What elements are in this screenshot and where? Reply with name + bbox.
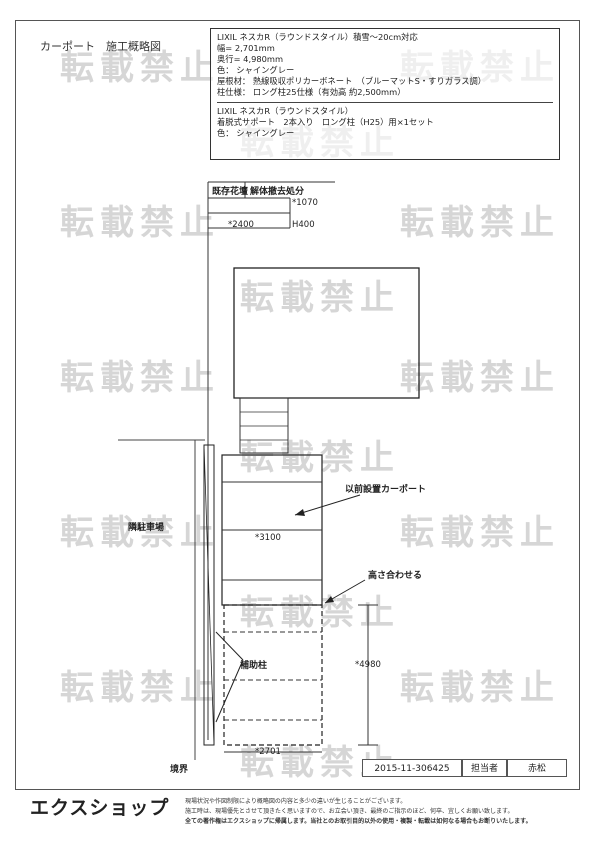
entrance-steps	[239, 397, 289, 454]
spec-section-support: LIXIL ネスカR（ラウンドスタイル）着脱式サポート 2本入り ロング柱（H2…	[217, 106, 553, 139]
label-dismantle: 解体撤去処分	[250, 187, 305, 197]
label-dim-2701: *2701	[255, 747, 281, 757]
label-boundary: 境界	[170, 765, 189, 775]
spec-main-line: 色： シャイングレー	[217, 65, 295, 75]
spec-support-line: 着脱式サポート 2本入り ロング柱（H25）用×1セット	[217, 117, 434, 127]
footer-note-2: 施工時は、現場優先とさせて頂きたく思いますので、お立会い頂き、最終のご指示のほど…	[185, 808, 514, 815]
staff-label: 担当者	[462, 759, 507, 777]
spec-main-line: 幅= 2,701mm	[217, 43, 275, 53]
arrow-support-post	[215, 659, 244, 723]
house-outline	[233, 267, 420, 399]
label-dim-4980: *4980	[355, 660, 381, 670]
label-dim-3100: *3100	[255, 533, 281, 543]
spec-main-line: LIXIL ネスカR（ラウンドスタイル）積雪～20cm対応	[217, 32, 418, 42]
spec-main-line: 奥行= 4,980mm	[217, 54, 284, 64]
label-match-height: 高さ合わせる	[368, 571, 423, 581]
label-previous-carport: 以前設置カーポート	[345, 485, 427, 495]
spec-main-line: 柱仕様： ロング柱25仕様（有効高 約2,500mm）	[217, 87, 406, 97]
arrow-head	[295, 509, 305, 516]
spec-divider	[217, 102, 553, 103]
boundary-hatch	[203, 444, 215, 746]
footer-note-1: 現場状況や作図制限により概略図の内容と多少の違いが生じることがございます。	[185, 798, 407, 805]
spec-main-line: 屋根材： 熱線吸収ポリカーボネート （ブルーマットS・すりガラス調）	[217, 76, 487, 86]
spec-support-line: LIXIL ネスカR（ラウンドスタイル）	[217, 106, 354, 116]
arrow-support-post	[215, 631, 244, 661]
arrow-head	[325, 596, 334, 603]
label-support-post: 補助柱	[240, 661, 268, 671]
arrow-prev-carport	[294, 494, 361, 516]
footer-note-3: 全ての著作権はエクスショップに帰属します。当社とのお取引目的以外の使用・複製・転…	[185, 818, 532, 825]
boundary-wall	[203, 444, 215, 746]
new-carport-outline	[223, 604, 323, 746]
spec-support-line: 色： シャイングレー	[217, 128, 295, 138]
label-dim-2400: *2400	[228, 220, 254, 230]
page-title: カーポート 施工概略図	[40, 40, 161, 53]
drawing-code: 2015-11-306425	[362, 759, 462, 777]
label-dim-1070: *1070	[292, 198, 318, 208]
label-existing-flowerbed: 既存花壇	[212, 187, 249, 197]
label-h400: H400	[292, 220, 315, 230]
label-neighbor-parking: 隣駐車場	[128, 523, 165, 533]
staff-name: 赤松	[507, 759, 567, 777]
brand-logo: エクスショップ	[30, 797, 170, 819]
page-border	[15, 20, 580, 790]
